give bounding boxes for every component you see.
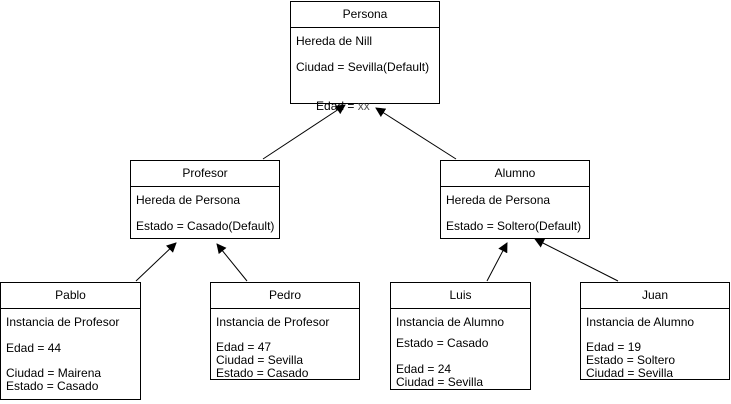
edge-profesor-to-persona (262, 104, 346, 160)
class-title-pablo: Pablo (1, 283, 140, 309)
class-title-persona: Persona (291, 2, 439, 28)
attr-persona-hereda: Hereda de Nill (296, 34, 373, 48)
class-title-juan: Juan (581, 283, 729, 309)
attr-persona-ciudad: Ciudad = Sevilla(Default) (296, 60, 430, 74)
attr-persona-edad-value: xx (357, 99, 370, 113)
class-box-pablo[interactable]: Pablo Instancia de Profesor Edad = 44 Ci… (0, 282, 141, 400)
attr-luis-edad: Edad = 24 (396, 362, 452, 376)
attr-pablo-ciudad: Ciudad = Mairena (6, 366, 102, 380)
attr-profesor-estado: Estado = Casado(Default) (136, 219, 275, 233)
attr-juan-instancia: Instancia de Alumno (586, 315, 695, 329)
attr-juan-ciudad: Ciudad = Sevilla (586, 366, 674, 380)
attr-juan-estado: Estado = Soltero (586, 353, 676, 367)
attr-pedro-instancia: Instancia de Profesor (216, 315, 330, 329)
class-title-pedro: Pedro (211, 283, 359, 309)
class-title-alumno: Alumno (441, 161, 589, 187)
class-box-alumno[interactable]: Alumno Hereda de Persona Estado = Solter… (440, 160, 590, 239)
class-title-luis: Luis (391, 283, 530, 309)
attr-luis-instancia: Instancia de Alumno (396, 315, 505, 329)
edge-pablo-to-profesor (135, 242, 177, 282)
attr-luis-ciudad: Ciudad = Sevilla (396, 375, 484, 389)
attr-persona-edad-label: Edad = (316, 99, 358, 113)
attr-persona-edad: Edad = xx (296, 87, 370, 126)
attr-alumno-hereda: Hereda de Persona (446, 193, 551, 207)
class-title-profesor: Profesor (131, 161, 279, 187)
edge-juan-to-alumno (534, 238, 619, 282)
attr-luis-estado: Estado = Casado (396, 336, 489, 350)
attr-pablo-edad: Edad = 44 (6, 341, 62, 355)
class-box-persona[interactable]: Persona Hereda de Nill Ciudad = Sevilla(… (290, 1, 440, 113)
class-box-luis[interactable]: Luis Instancia de Alumno Estado = Casado… (390, 282, 531, 390)
attr-pablo-estado: Estado = Casado (6, 379, 99, 393)
attr-pablo-instancia: Instancia de Profesor (6, 315, 120, 329)
attr-juan-edad: Edad = 19 (586, 340, 642, 354)
attr-alumno-estado: Estado = Soltero(Default) (446, 219, 582, 233)
attr-pedro-edad: Edad = 47 (216, 340, 272, 354)
attr-profesor-hereda: Hereda de Persona (136, 193, 241, 207)
class-box-juan[interactable]: Juan Instancia de Alumno Edad = 19 Estad… (580, 282, 730, 380)
edge-alumno-to-persona (375, 107, 457, 160)
class-box-pedro[interactable]: Pedro Instancia de Profesor Edad = 47 Ci… (210, 282, 360, 380)
edge-luis-to-alumno (486, 242, 508, 282)
attr-pedro-ciudad: Ciudad = Sevilla (216, 353, 304, 367)
attr-pedro-estado: Estado = Casado (216, 366, 309, 380)
class-box-profesor[interactable]: Profesor Hereda de Persona Estado = Casa… (130, 160, 280, 239)
edge-pedro-to-profesor (216, 243, 248, 282)
